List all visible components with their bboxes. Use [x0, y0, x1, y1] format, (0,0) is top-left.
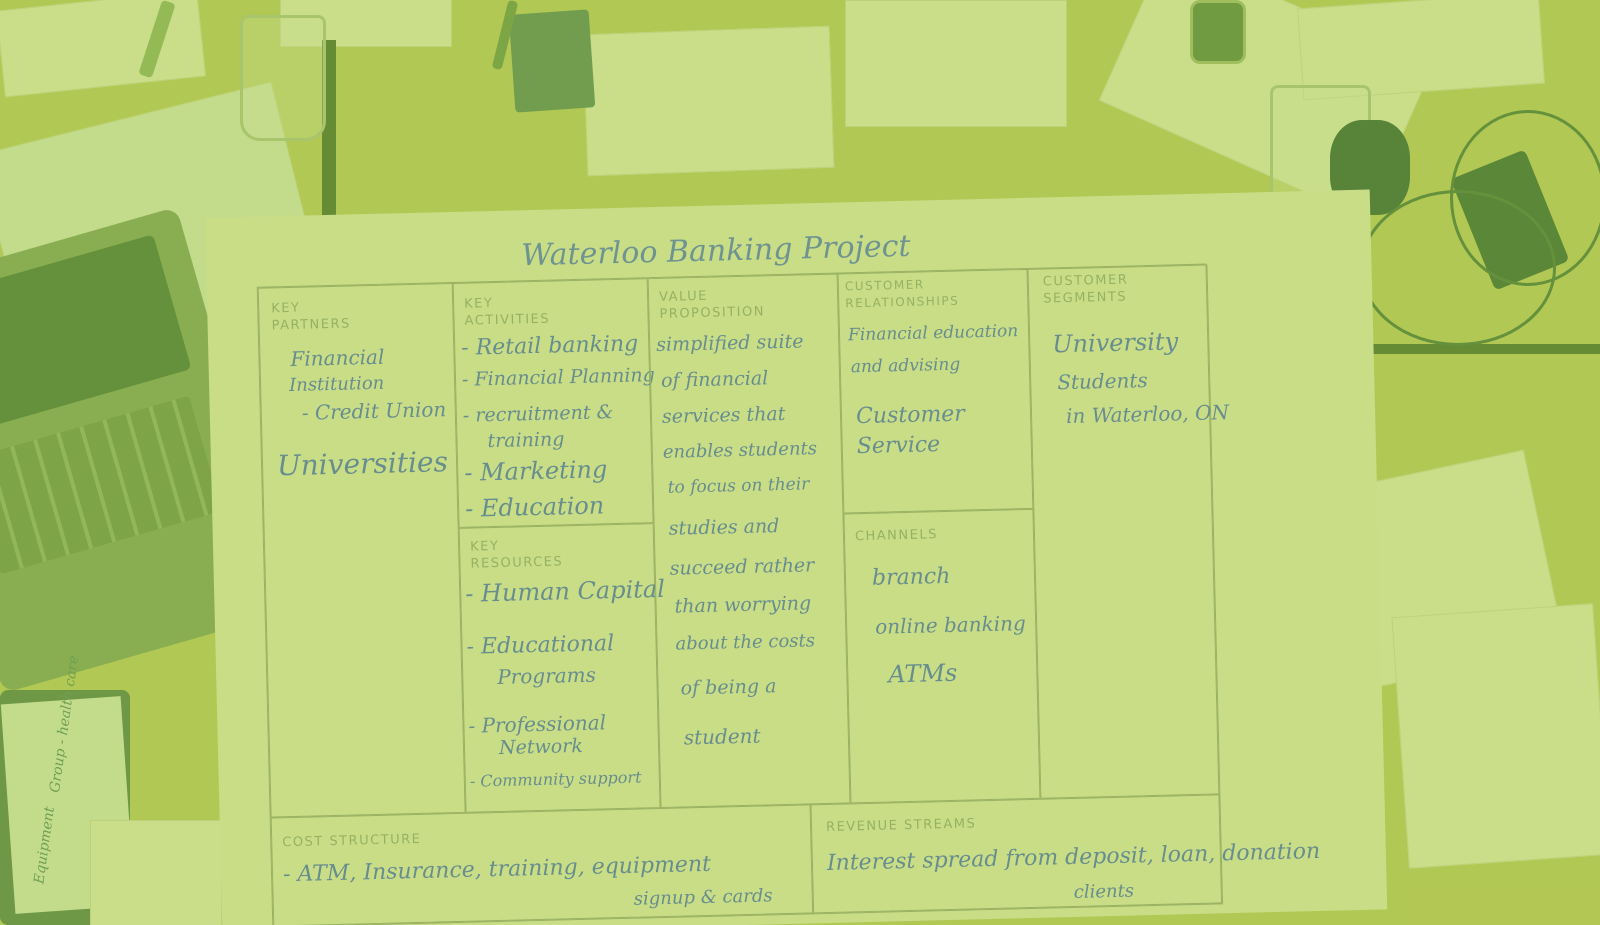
value-proposition-line: student: [683, 723, 761, 750]
channel-item: ATMs: [888, 658, 958, 689]
key-partners-header: KEY PARTNERS: [271, 300, 351, 334]
cost-structure-header: COST STRUCTURE: [282, 831, 422, 851]
key-resource-item: - Community support: [469, 767, 642, 791]
customer-relationships-cell: CUSTOMER RELATIONSHIPS Financial educati…: [837, 268, 1034, 514]
key-resource-item: - Educational: [466, 631, 615, 660]
channel-item: branch: [871, 563, 951, 591]
key-activity-item: training: [487, 428, 565, 453]
value-proposition-line: services that: [661, 402, 786, 428]
value-proposition-line: enables students: [662, 438, 818, 463]
key-partners-cell: KEY PARTNERS Financial Institution - Cre…: [257, 282, 466, 818]
key-resource-item: Programs: [497, 662, 597, 689]
channels-cell: CHANNELS branch online banking ATMs: [843, 508, 1041, 804]
laptop-keyboard: [0, 395, 222, 575]
key-activity-item: - Financial Planning: [461, 364, 656, 391]
value-proposition-line: to focus on their: [667, 474, 810, 498]
customer-relationship-item: Customer: [855, 401, 966, 430]
channels-header: CHANNELS: [854, 527, 939, 545]
key-resource-item: - Professional: [468, 710, 607, 738]
cost-structure-cell: COST STRUCTURE - ATM, Insurance, trainin…: [270, 804, 814, 925]
customer-relationship-item: Service: [856, 432, 941, 460]
revenue-streams-line: Interest spread from deposit, loan, dona…: [826, 838, 1321, 876]
customer-segments-header: CUSTOMER SEGMENTS: [1042, 272, 1129, 307]
business-model-canvas-poster: Waterloo Banking Project KEY PARTNERS Fi…: [205, 189, 1388, 925]
customer-segment-item: in Waterloo, ON: [1065, 400, 1230, 429]
marker-note-text: Equipment: [31, 805, 59, 885]
key-activity-item: - Education: [464, 491, 605, 523]
customer-relationship-item: and advising: [850, 354, 961, 378]
channel-item: online banking: [874, 611, 1027, 639]
key-activities-header: KEY ACTIVITIES: [464, 295, 551, 329]
background-paper: [582, 25, 835, 177]
value-proposition-line: of being a: [680, 675, 777, 700]
customer-relationship-item: Financial education: [847, 321, 1019, 346]
cost-structure-line: signup & cards: [633, 885, 773, 910]
background-paper: [90, 820, 222, 925]
value-proposition-line: studies and: [668, 515, 780, 540]
revenue-streams-cell: REVENUE STREAMS Interest spread from dep…: [810, 794, 1320, 915]
revenue-streams-line: clients: [1073, 880, 1135, 903]
background-paper: [845, 0, 1067, 127]
key-resource-item: Network: [498, 734, 584, 759]
customer-segment-item: Students: [1056, 368, 1148, 395]
key-resources-header: KEY RESOURCES: [469, 538, 564, 572]
poster-title: Waterloo Banking Project: [521, 228, 911, 274]
table-divider: [1310, 344, 1600, 354]
power-cable: [1450, 110, 1600, 286]
water-glass: [240, 15, 326, 141]
value-proposition-header: VALUE PROPOSITION: [658, 288, 766, 322]
key-resources-cell: KEY RESOURCES - Human Capital - Educatio…: [458, 523, 665, 813]
key-partner-item: Universities: [276, 445, 449, 483]
key-partner-item: - Credit Union: [301, 397, 447, 425]
customer-segments-cell: CUSTOMER SEGMENTS University Students in…: [1027, 264, 1229, 799]
value-proposition-line: succeed rather: [669, 554, 815, 580]
key-partner-item: Institution: [288, 372, 385, 396]
value-proposition-line: simplified suite: [655, 330, 804, 357]
value-proposition-cell: VALUE PROPOSITION simplified suite of fi…: [647, 273, 851, 809]
background-paper: [0, 0, 206, 98]
key-activity-item: - Marketing: [463, 455, 608, 487]
value-proposition-line: of financial: [660, 367, 769, 392]
background-paper: [1391, 603, 1600, 869]
value-proposition-line: than worrying: [674, 592, 812, 618]
notebook: [508, 9, 596, 113]
customer-segment-item: University: [1051, 327, 1179, 359]
revenue-streams-header: REVENUE STREAMS: [825, 816, 977, 836]
key-activities-cell: KEY ACTIVITIES - Retail banking - Financ…: [452, 278, 656, 528]
key-partner-item: Financial: [290, 344, 385, 371]
key-resource-item: - Human Capital: [464, 574, 666, 608]
cost-structure-line: - ATM, Insurance, training, equipment: [282, 851, 712, 888]
key-activity-item: - Retail banking: [460, 331, 639, 361]
smartphone: [1190, 0, 1246, 64]
customer-relationships-header: CUSTOMER RELATIONSHIPS: [844, 277, 960, 311]
key-activity-item: - recruitment &: [462, 401, 614, 427]
value-proposition-line: about the costs: [675, 630, 816, 655]
canvas-grid: KEY PARTNERS Financial Institution - Cre…: [256, 263, 1320, 925]
